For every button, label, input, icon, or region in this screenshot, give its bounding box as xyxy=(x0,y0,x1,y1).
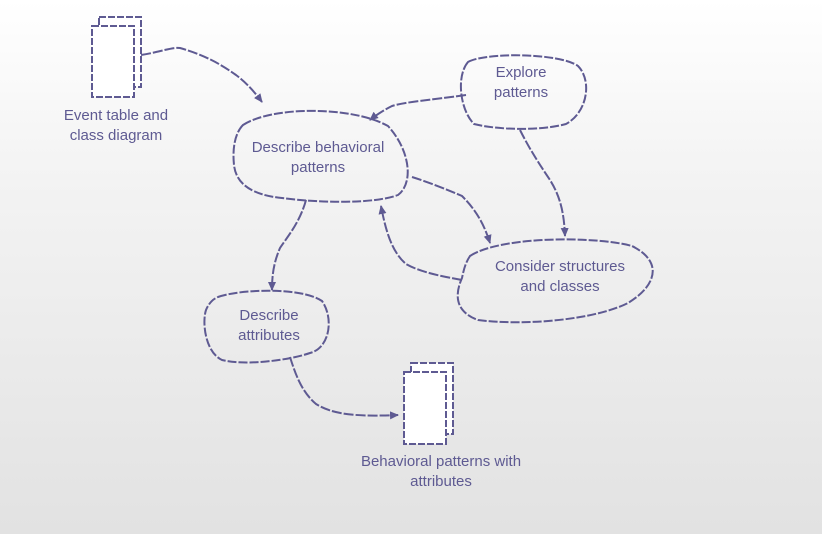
consider-structures-bubble xyxy=(456,238,654,324)
describe-attributes-label-line2: attributes xyxy=(238,327,300,344)
consider-structures-label: Consider structures and classes xyxy=(475,257,645,297)
event-table-document-icon xyxy=(91,16,142,98)
arrow-event-table-to-describe-behavioral xyxy=(140,46,263,103)
arrow-explore-to-describe-behavioral xyxy=(369,94,467,121)
explore-patterns-label-line1: Explore xyxy=(495,64,547,81)
event-table-label-line2: class diagram xyxy=(69,127,163,144)
explore-patterns-label: Explore patterns xyxy=(471,63,571,103)
arrow-explore-to-consider xyxy=(519,129,569,237)
describe-behavioral-bubble xyxy=(232,109,409,203)
event-table-label: Event table and class diagram xyxy=(56,106,176,146)
consider-structures-label-line2: and classes xyxy=(520,278,600,295)
arrow-describe-behavioral-to-consider xyxy=(411,176,492,244)
describe-attributes-label: Describe attributes xyxy=(219,306,319,346)
arrow-describe-behavioral-to-attributes xyxy=(268,199,307,291)
arrow-consider-to-describe-behavioral xyxy=(378,205,463,281)
describe-attributes-label-line1: Describe xyxy=(239,307,299,324)
explore-patterns-bubble xyxy=(459,54,587,130)
behavioral-patterns-document-icon xyxy=(403,362,454,445)
arrow-attributes-to-document xyxy=(289,356,399,420)
describe-behavioral-label-line1: Describe behavioral xyxy=(251,139,385,156)
describe-attributes-bubble xyxy=(203,289,330,364)
describe-behavioral-label: Describe behavioral patterns xyxy=(236,138,400,178)
describe-behavioral-label-line2: patterns xyxy=(290,159,346,176)
behavioral-patterns-with-attributes-label-line1: Behavioral patterns with xyxy=(360,453,522,470)
consider-structures-label-line1: Consider structures xyxy=(494,258,626,275)
event-table-label-line1: Event table and xyxy=(63,107,169,124)
explore-patterns-label-line2: patterns xyxy=(493,84,549,101)
behavioral-patterns-with-attributes-label-line2: attributes xyxy=(410,473,472,490)
behavioral-patterns-with-attributes-label: Behavioral patterns with attributes xyxy=(341,452,541,492)
